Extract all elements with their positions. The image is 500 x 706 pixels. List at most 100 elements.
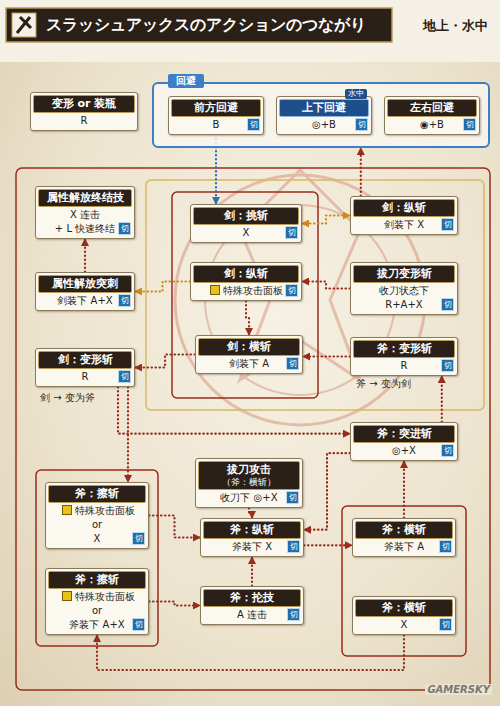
action-box: 拔刀攻击（斧：横斩）收刀下 ◎+X切 (195, 458, 303, 508)
button-input: or (48, 517, 146, 531)
group-tag: 回避 (168, 74, 204, 88)
action-box: 斧：变形斩R切 (350, 337, 458, 376)
flow-connector (246, 301, 249, 335)
action-name: 剑：纵斩 (193, 265, 299, 283)
flow-connector (403, 461, 405, 518)
group-frame (172, 192, 318, 398)
action-box: 属性解放突刺剑装下 A+X切 (35, 272, 135, 311)
action-name: 斧：抡技 (203, 589, 301, 607)
cancel-badge: 切 (285, 226, 298, 239)
action-box: 剑：纵斩特殊攻击面板切 (190, 262, 302, 301)
cancel-badge: 切 (286, 491, 299, 504)
flow-connector (360, 148, 362, 196)
cancel-badge: 切 (441, 218, 454, 231)
group-frame (342, 506, 466, 656)
flow-connector (84, 239, 86, 272)
action-box: 斧：突进斩◎+X切 (350, 422, 458, 461)
title-text: スラッシュアックスのアクションのつながり (46, 15, 366, 36)
button-input: or (48, 603, 146, 617)
cancel-badge: 切 (355, 118, 368, 131)
action-name: 属性解放终结技 (38, 189, 132, 207)
button-input: 收刀下 ◎+X (198, 490, 300, 504)
flow-connector (302, 216, 350, 224)
action-name: 斧：突进斩 (353, 425, 455, 443)
cancel-badge: 切 (286, 357, 299, 370)
button-input: R (353, 358, 455, 372)
cancel-badge: 切 (132, 532, 145, 545)
note-label: 地上・水中 (423, 17, 488, 35)
flow-connector (118, 387, 350, 434)
flow-connector (304, 544, 352, 546)
sword-area-frame (146, 180, 484, 410)
note-label: GAMERSKY (425, 684, 492, 695)
header-ground (0, 0, 500, 62)
action-box: 左右回避◉+B切 (384, 96, 480, 135)
action-name: 剑：纵斩 (353, 199, 455, 217)
cancel-badge: 切 (118, 370, 131, 383)
cancel-badge: 切 (247, 118, 260, 131)
flow-connector (302, 282, 350, 289)
button-input: 特殊攻击面板 (48, 503, 146, 517)
action-subname: （斧：横斩） (203, 477, 295, 488)
cancel-badge: 切 (132, 618, 145, 631)
cancel-badge: 切 (287, 608, 300, 621)
action-box: 前方回避B切 (168, 96, 264, 135)
button-input: 剑装下 A (198, 356, 300, 370)
action-box: 剑：纵斩剑装下 X切 (350, 196, 458, 235)
action-box: 剑：横斩剑装下 A切 (195, 335, 303, 374)
cancel-badge: 切 (287, 540, 300, 553)
action-name: 上下回避 (279, 99, 369, 117)
group-frame (36, 470, 158, 646)
cancel-badge: 切 (118, 222, 131, 235)
action-box: 拔刀变形斩收刀状态下R+A+X切 (350, 262, 458, 315)
button-input: X (193, 225, 299, 239)
cancel-badge: 切 (439, 618, 452, 631)
button-input: 特殊攻击面板 (48, 589, 146, 603)
action-name: 前方回避 (171, 99, 261, 117)
flow-connector (304, 453, 350, 530)
cancel-badge: 切 (441, 359, 454, 372)
flow-connector (251, 557, 253, 586)
action-box: 剑：变形斩R切 (35, 348, 135, 387)
flow-connector (249, 508, 252, 518)
action-name: 斧：纵斩 (203, 521, 301, 539)
action-name: 斧：变形斩 (353, 340, 455, 358)
button-input: R+A+X (353, 297, 455, 311)
title-banner (6, 8, 392, 42)
note-label: 斧 → 变为剑 (356, 377, 411, 391)
action-name: 左右回避 (387, 99, 477, 117)
weapon-icon-shape (17, 17, 31, 33)
action-box: 上下回避水中◎+B切 (276, 96, 372, 135)
cancel-badge: 切 (441, 298, 454, 311)
flow-connector (303, 355, 350, 357)
action-name: 拔刀攻击（斧：横斩） (198, 461, 300, 490)
action-name: 斧：擦斩 (48, 571, 146, 589)
action-box: 斧：擦斩特殊攻击面板orX切 (45, 482, 149, 549)
action-box: 剑：挑斩X切 (190, 204, 302, 243)
action-name: 剑：变形斩 (38, 351, 132, 369)
flow-connector (149, 516, 200, 538)
action-name: 剑：挑斩 (193, 207, 299, 225)
button-input: 收刀状态下 (353, 283, 455, 297)
action-name: 剑：横斩 (198, 338, 300, 356)
action-box: 变形 or 装瓶R (30, 92, 138, 131)
button-input: 特殊攻击面板 (193, 283, 299, 297)
cancel-badge: 切 (439, 540, 452, 553)
cancel-badge: 切 (285, 284, 298, 297)
action-box: 斧：擦斩特殊攻击面板or斧装下 A+X切 (45, 568, 149, 635)
button-input: R (33, 113, 135, 127)
action-box: 斧：横斩斧装下 A切 (352, 518, 456, 557)
cancel-badge: 切 (118, 294, 131, 307)
action-box: 斧：纵斩斧装下 X切 (200, 518, 304, 557)
action-name: 斧：横斩 (355, 599, 453, 617)
action-name: 拔刀变形斩 (353, 265, 455, 283)
button-input: X 连击 (38, 207, 132, 221)
flow-connector (97, 635, 404, 670)
cancel-badge: 切 (463, 118, 476, 131)
group-box: 回避前方回避B切上下回避水中◎+B切左右回避◉+B切 (152, 82, 490, 148)
cancel-badge: 切 (441, 444, 454, 457)
note-label: 剑 → 变为斧 (40, 391, 95, 405)
flow-connector (149, 602, 200, 606)
flow-connector (135, 355, 195, 368)
